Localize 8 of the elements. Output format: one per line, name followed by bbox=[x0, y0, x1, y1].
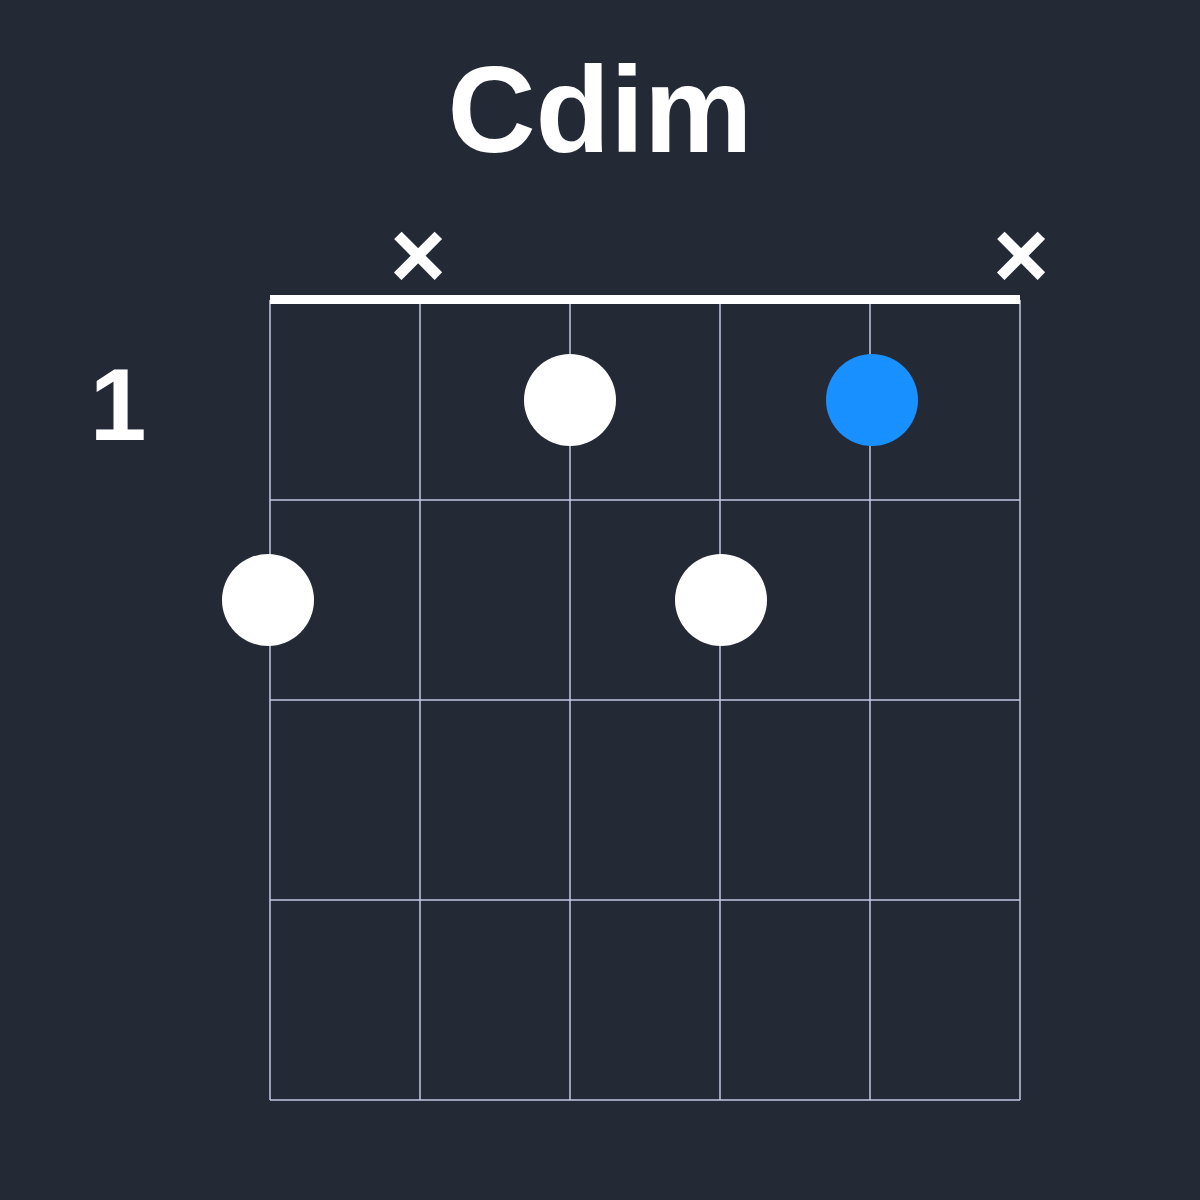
chord-title: Cdim bbox=[447, 49, 753, 171]
finger-dot bbox=[675, 554, 767, 646]
muted-string-mark: × bbox=[992, 207, 1050, 303]
fret-number: 1 bbox=[89, 354, 147, 456]
finger-dot bbox=[826, 354, 918, 446]
finger-dot bbox=[524, 354, 616, 446]
muted-string-mark: × bbox=[389, 207, 447, 303]
finger-dot bbox=[222, 554, 314, 646]
